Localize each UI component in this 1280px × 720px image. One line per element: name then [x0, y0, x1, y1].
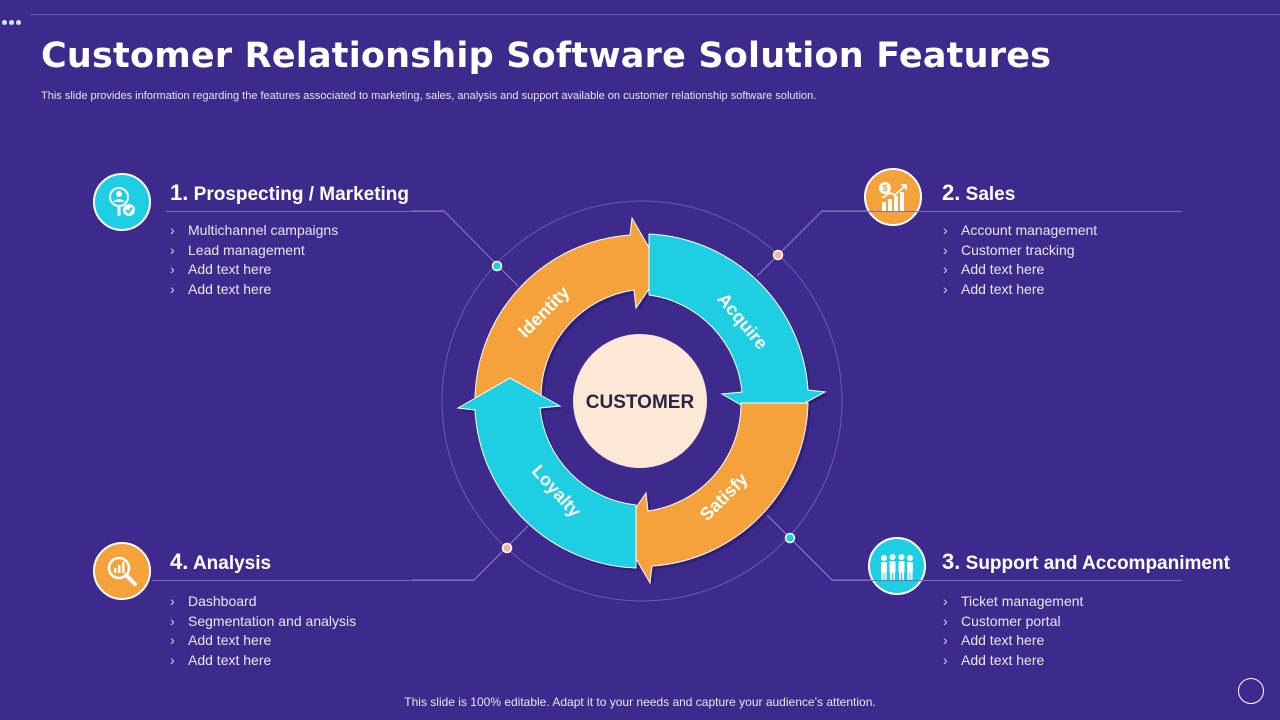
- feature-list-sales: ›Account management ›Customer tracking ›…: [943, 221, 1097, 299]
- window-dots: [2, 10, 23, 29]
- footer-note: This slide is 100% editable. Adapt it to…: [404, 695, 876, 709]
- page-subtitle: This slide provides information regardin…: [41, 90, 817, 102]
- list-item: ›Add text here: [943, 632, 1045, 648]
- user-check-icon: [93, 173, 151, 231]
- outer-ring: [441, 200, 843, 602]
- list-item: ›Ticket management: [943, 593, 1084, 609]
- connector-analysis: [412, 525, 529, 581]
- list-item: ›Add text here: [170, 280, 272, 297]
- feature-heading-prospecting: 1. Prospecting / Marketing: [170, 180, 410, 205]
- list-item: ›Segmentation and analysis: [170, 612, 357, 629]
- feature-list-analysis: ›Dashboard ›Segmentation and analysis ›A…: [170, 592, 356, 670]
- customer-center-circle: [573, 334, 707, 468]
- list-item: ›Add text here: [943, 280, 1045, 297]
- list-item: ›Multichannel campaigns: [170, 222, 339, 238]
- svg-text:$: $: [882, 183, 887, 193]
- list-item: ›Dashboard: [170, 593, 257, 609]
- connector-dot-prospecting: [491, 260, 503, 272]
- feature-divider-sales: [822, 211, 1182, 212]
- feature-heading-sales: 2. Sales: [942, 180, 1016, 205]
- center-label: CUSTOMER: [586, 392, 695, 413]
- connector-prospecting: [412, 210, 519, 287]
- top-divider: [30, 14, 1280, 15]
- list-item: ›Add text here: [943, 651, 1045, 668]
- connector-support: [766, 514, 872, 581]
- team-icon: [868, 537, 926, 595]
- feature-heading-analysis: 4. Analysis: [170, 549, 272, 574]
- list-item: ›Customer tracking: [943, 241, 1075, 258]
- sales-growth-icon: $: [864, 168, 922, 226]
- segment-satisfy: [619, 402, 809, 585]
- connector-dot-support: [784, 532, 796, 544]
- connector-dot-sales: [772, 249, 784, 261]
- list-item: ›Add text here: [170, 651, 272, 668]
- feature-divider-prospecting: [166, 211, 444, 212]
- list-item: ›Account management: [943, 222, 1098, 238]
- segment-loyalty: [456, 377, 637, 569]
- connector-dot-analysis: [501, 542, 513, 554]
- list-item: ›Lead management: [170, 241, 305, 258]
- segment-acquire: [648, 233, 827, 423]
- list-item: ›Customer portal: [943, 612, 1061, 629]
- list-item: ›Add text here: [943, 261, 1045, 277]
- feature-list-prospecting: ›Multichannel campaigns ›Lead management…: [170, 221, 338, 299]
- list-item: ›Add text here: [170, 632, 272, 648]
- segment-identity: [474, 216, 663, 399]
- feature-heading-support: 3. Support and Accompaniment: [942, 549, 1230, 574]
- feature-divider-analysis: [152, 580, 474, 581]
- analysis-magnifier-icon: [93, 542, 151, 600]
- corner-circle-icon: [1238, 678, 1264, 704]
- list-item: ›Add text here: [170, 261, 272, 277]
- feature-list-support: ›Ticket management ›Customer portal ›Add…: [943, 592, 1083, 670]
- connector-sales: [756, 210, 872, 277]
- page-title: Customer Relationship Software Solution …: [41, 36, 1052, 76]
- feature-divider-support: [832, 580, 1182, 581]
